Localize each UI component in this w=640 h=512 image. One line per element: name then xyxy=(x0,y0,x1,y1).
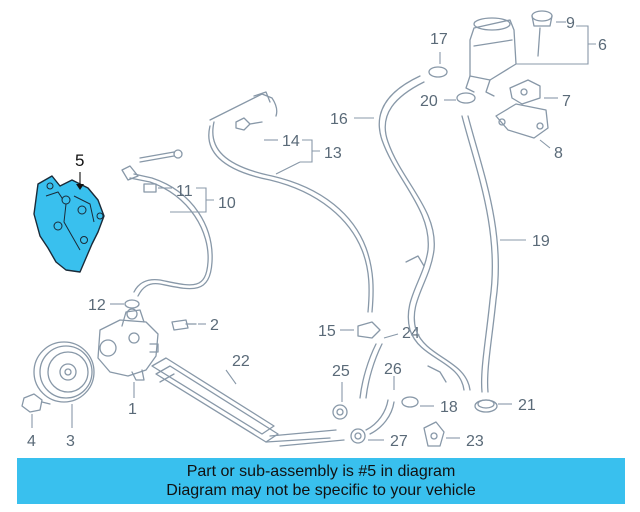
part-21-cap[interactable] xyxy=(474,399,498,413)
part-18-clamp[interactable] xyxy=(401,396,419,408)
leader-24 xyxy=(383,333,399,339)
label-25: 25 xyxy=(332,363,350,380)
label-9: 9 xyxy=(566,15,575,32)
part-7-bracket[interactable] xyxy=(509,79,541,105)
part-19-hose[interactable] xyxy=(461,115,499,393)
label-17: 17 xyxy=(430,31,448,48)
part-8-bracket[interactable] xyxy=(495,103,549,139)
leader-22 xyxy=(225,369,237,385)
label-10: 10 xyxy=(218,195,236,212)
label-13: 13 xyxy=(324,145,342,162)
info-banner: Part or sub-assembly is #5 in diagram Di… xyxy=(17,458,625,504)
label-12: 12 xyxy=(88,297,106,314)
label-14: 14 xyxy=(282,133,300,150)
label-6: 6 xyxy=(598,37,607,54)
part-5-bracket[interactable] xyxy=(33,175,105,273)
label-2: 2 xyxy=(210,317,219,334)
label-26: 26 xyxy=(384,361,402,378)
leader-5-arrow xyxy=(76,184,84,190)
label-3: 3 xyxy=(66,433,75,450)
part-12-oring[interactable] xyxy=(124,299,140,309)
part-25-clamp[interactable] xyxy=(332,404,348,420)
label-8: 8 xyxy=(554,145,563,162)
banner-line-2: Diagram may not be specific to your vehi… xyxy=(166,482,476,499)
part-15-clamp[interactable] xyxy=(357,321,381,339)
label-4: 4 xyxy=(27,433,36,450)
label-7: 7 xyxy=(562,93,571,110)
label-5: 5 xyxy=(75,151,84,170)
bracket-10-11 xyxy=(196,187,214,213)
part-1-pump[interactable] xyxy=(97,308,159,381)
part-16-hose[interactable] xyxy=(378,75,471,391)
part-22-cooler[interactable] xyxy=(151,357,345,447)
label-21: 21 xyxy=(518,397,536,414)
part-3-pulley[interactable] xyxy=(33,341,95,403)
label-15: 15 xyxy=(318,323,336,340)
label-16: 16 xyxy=(330,111,348,128)
label-18: 18 xyxy=(440,399,458,416)
label-1: 1 xyxy=(128,401,137,418)
part-14-clamp[interactable] xyxy=(235,117,263,131)
part-4-bolt[interactable] xyxy=(21,393,51,413)
bracket-6-9 xyxy=(576,25,596,65)
label-11: 11 xyxy=(176,183,193,200)
part-24-hose[interactable] xyxy=(359,343,383,399)
part-9-cap[interactable] xyxy=(531,10,553,57)
part-2-bolt[interactable] xyxy=(171,319,197,331)
part-27-clamp[interactable] xyxy=(350,428,366,444)
banner-line-1: Part or sub-assembly is #5 in diagram xyxy=(186,463,456,480)
label-22: 22 xyxy=(232,353,250,370)
bracket-13-14 xyxy=(300,139,320,163)
leader-8 xyxy=(539,139,551,149)
label-27: 27 xyxy=(390,433,408,450)
label-20: 20 xyxy=(420,93,438,110)
part-23-bracket[interactable] xyxy=(423,421,445,447)
part-26-hose[interactable] xyxy=(365,399,395,435)
part-20-clamp[interactable] xyxy=(456,92,476,104)
leader-13b xyxy=(275,161,301,175)
label-23: 23 xyxy=(466,433,484,450)
label-19: 19 xyxy=(532,233,550,250)
part-11-banjo-bolt[interactable] xyxy=(143,183,157,193)
part-17-clamp[interactable] xyxy=(428,66,448,78)
part-6-reservoir[interactable] xyxy=(465,17,517,97)
part-10-pressure-line[interactable] xyxy=(121,149,213,297)
part-13-return-line[interactable] xyxy=(208,91,374,313)
